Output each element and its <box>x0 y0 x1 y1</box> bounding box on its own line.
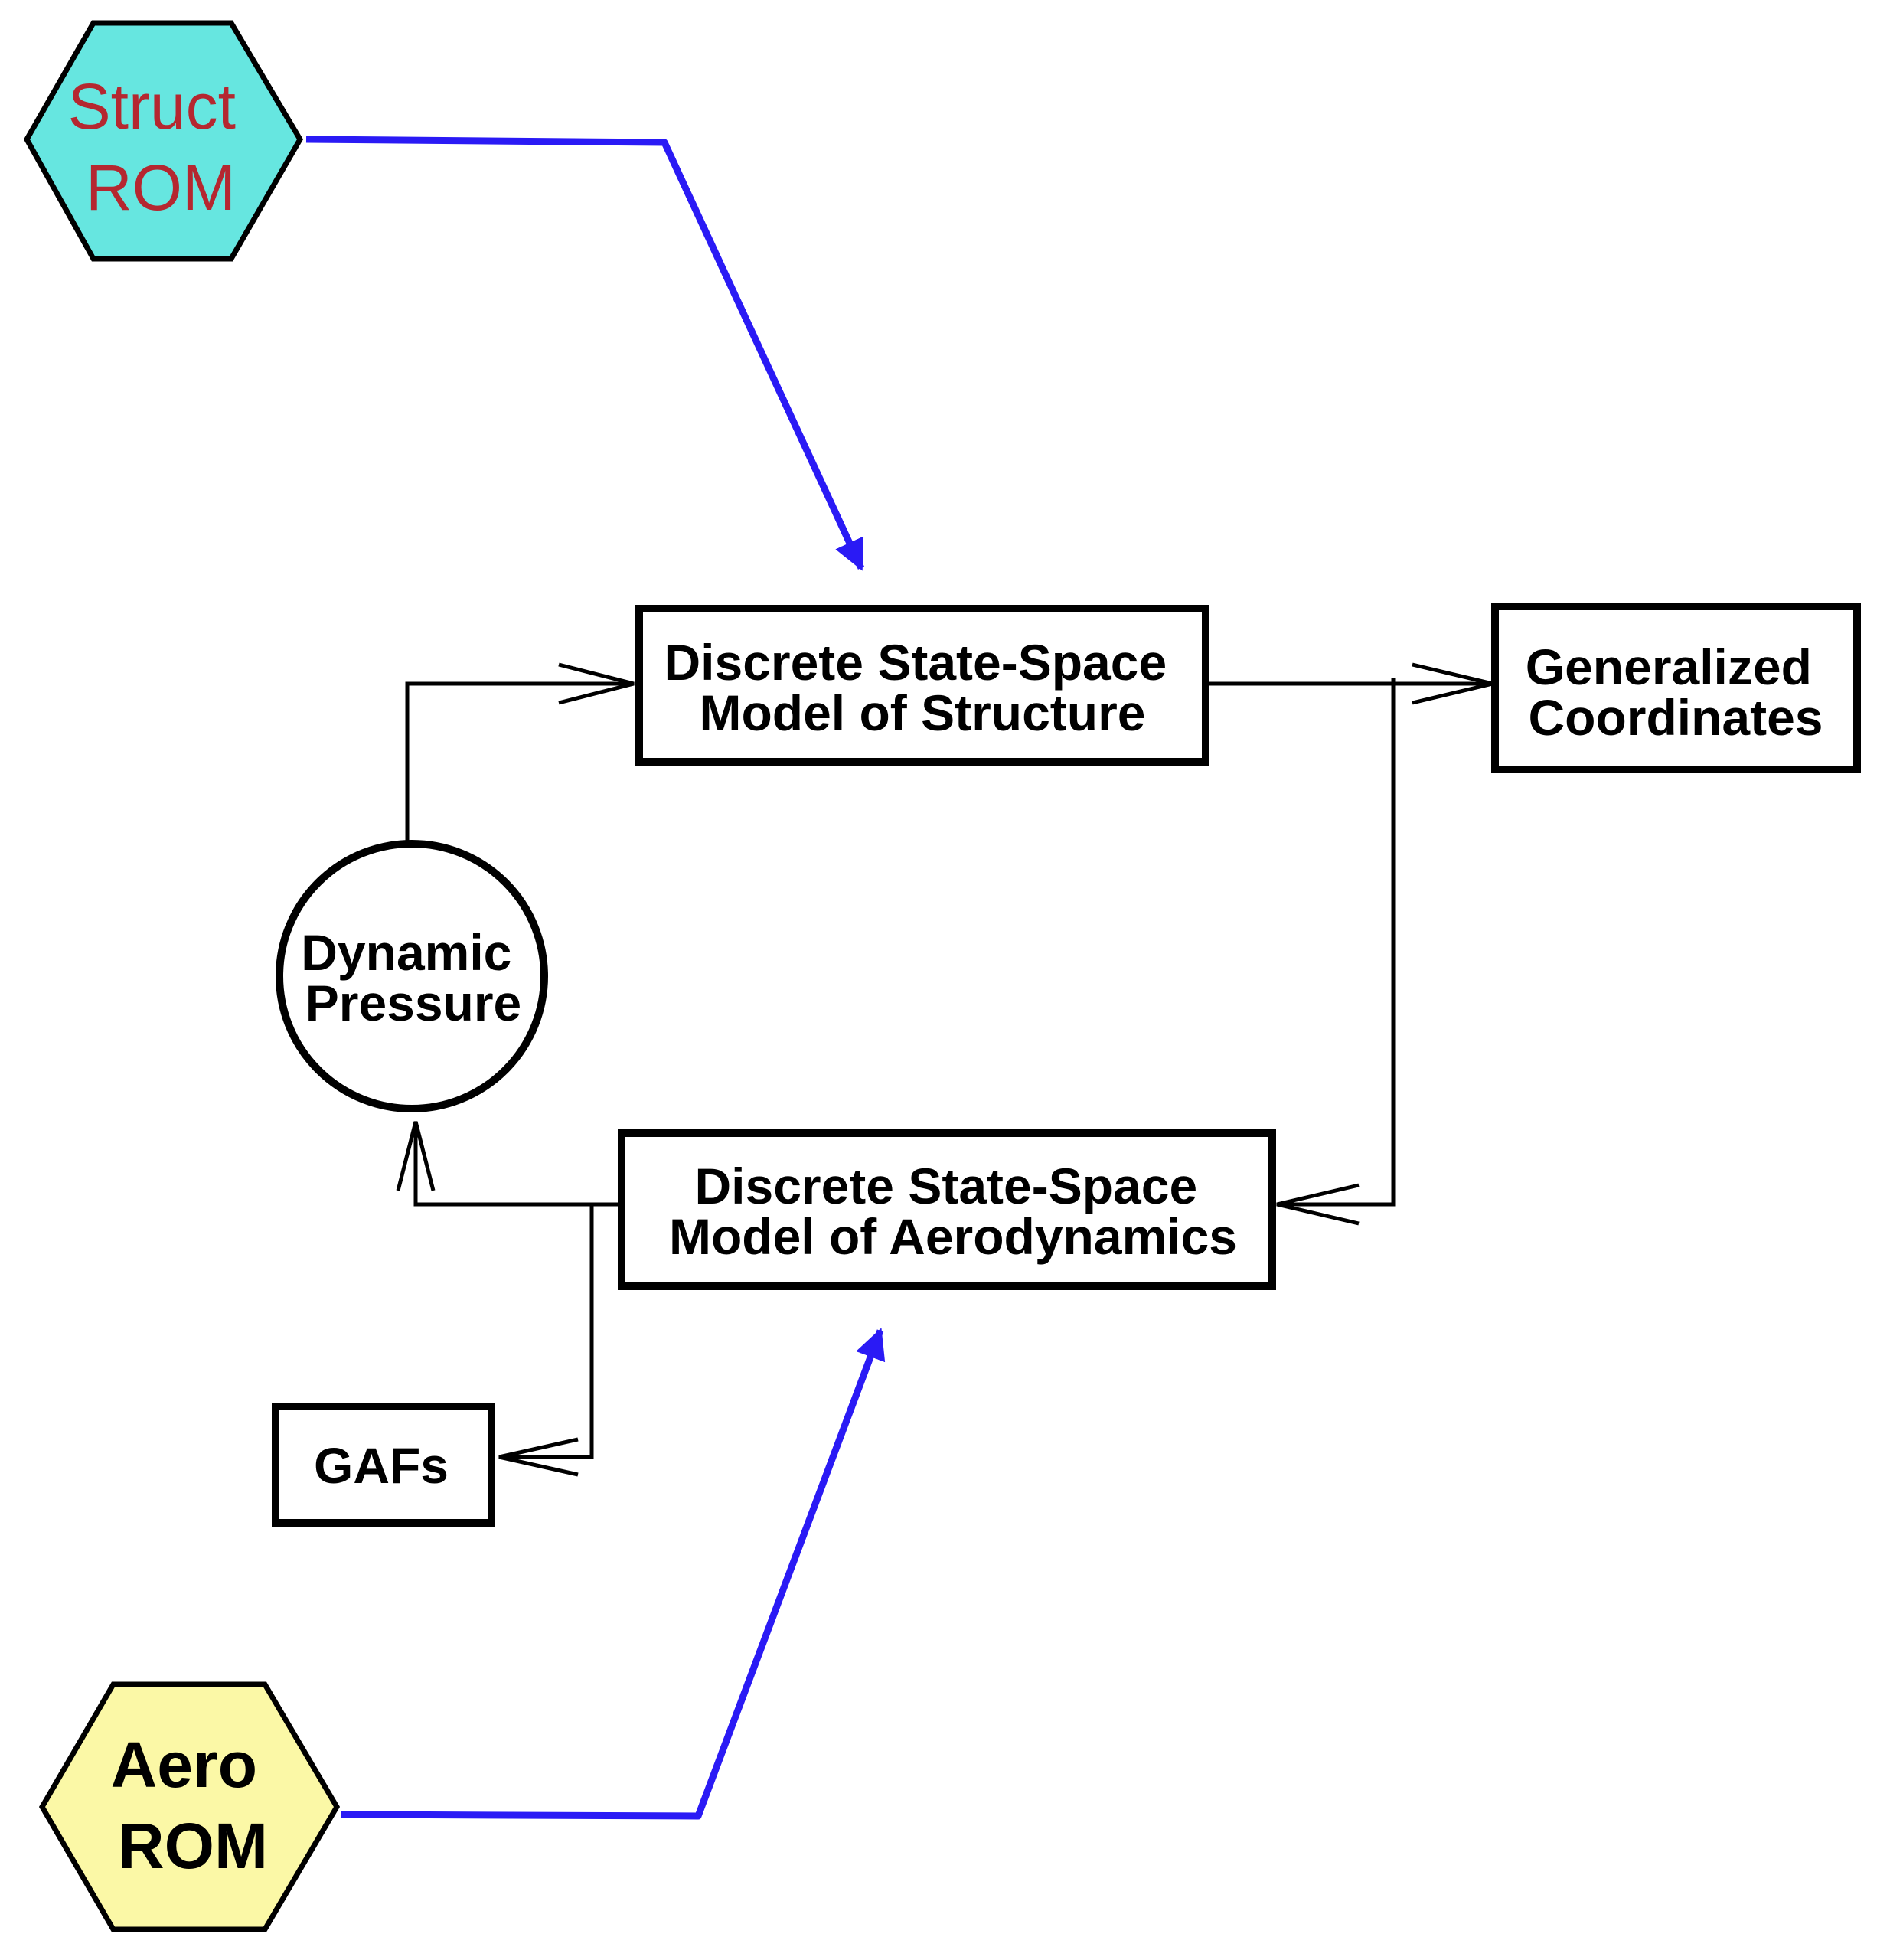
struct-rom-connector <box>305 136 865 571</box>
structure-model-box: Discrete State-Space Model of Structure <box>635 605 1209 766</box>
generalized-coordinates-box: Generalized Coordinates <box>1491 603 1861 773</box>
aero-model-label: Discrete State-Space Model of Aerodynami… <box>669 1158 1237 1265</box>
aero-rom-label: Aero ROM <box>111 1729 276 1882</box>
struct-rom-hexagon <box>23 20 304 262</box>
dynamic-pressure-label: Dynamic Pressure <box>301 924 525 1031</box>
gafs-box: GAFs <box>272 1403 495 1527</box>
coordinates-feedback-connector <box>1276 678 1396 1226</box>
aero-model-box: Discrete State-Space Model of Aerodynami… <box>618 1129 1276 1290</box>
gafs-label: GAFs <box>314 1437 449 1494</box>
structure-to-coordinates-connector <box>1206 662 1493 705</box>
dynamic-pressure-node: Dynamic Pressure <box>276 840 548 1112</box>
aero-to-gafs-connector <box>498 1204 594 1477</box>
struct-rom-label: Struct ROM <box>68 70 254 224</box>
aero-to-pressure-connector <box>396 1121 619 1207</box>
aero-rom-hexagon <box>38 1681 341 1932</box>
pressure-to-structure-connector <box>405 662 635 842</box>
structure-model-label: Discrete State-Space Model of Structure <box>664 634 1181 741</box>
struct-rom-node: Struct ROM <box>23 20 304 262</box>
aero-rom-connector <box>340 1328 886 1820</box>
generalized-coordinates-label: Generalized Coordinates <box>1526 639 1826 746</box>
aero-rom-node: Aero ROM <box>38 1681 341 1932</box>
